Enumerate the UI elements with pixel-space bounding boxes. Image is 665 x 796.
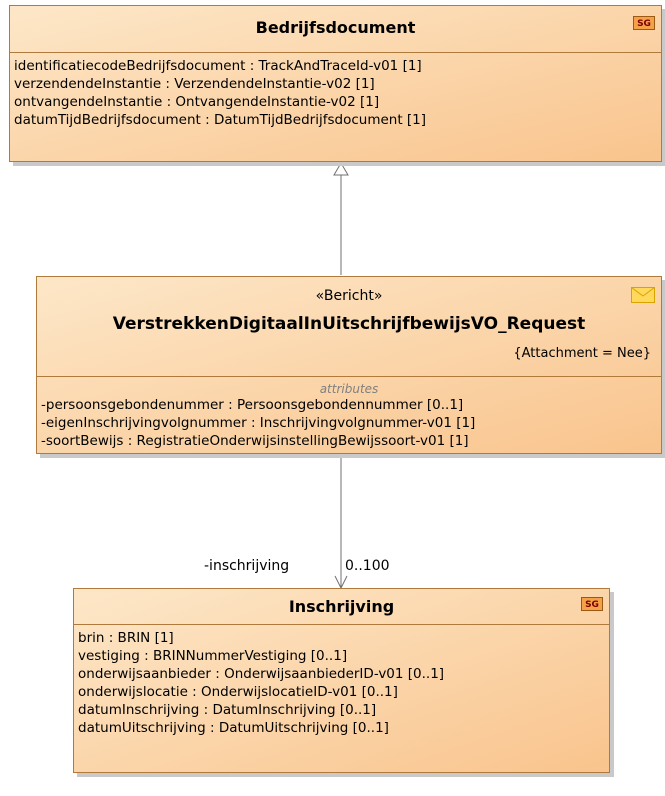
attribute: onderwijsaanbieder : OnderwijsaanbiederI… (78, 666, 445, 682)
section-label: attributes (319, 382, 379, 396)
class-request[interactable]: «Bericht» VerstrekkenDigitaalInUitschrij… (36, 276, 662, 454)
sg-badge: SG (633, 16, 655, 30)
sg-badge: SG (581, 597, 603, 611)
class-bedrijfsdocument[interactable]: Bedrijfsdocument SG identificatiecodeBed… (9, 5, 662, 162)
attribute-list: brin : BRIN [1] vestiging : BRINNummerVe… (74, 625, 609, 739)
generalization-arrowhead (333, 162, 349, 176)
class-name: VerstrekkenDigitaalInUitschrijfbewijsVO_… (112, 314, 586, 334)
attribute-list: identificatiecodeBedrijfsdocument : Trac… (10, 53, 661, 131)
attribute: identificatiecodeBedrijfsdocument : Trac… (14, 58, 422, 74)
envelope-icon (631, 287, 655, 303)
attribute: -persoonsgebondenummer : Persoonsgebonde… (41, 397, 464, 413)
attribute: onderwijslocatie : OnderwijslocatieID-v0… (78, 684, 398, 700)
class-inschrijving[interactable]: Inschrijving SG brin : BRIN [1] vestigin… (73, 588, 610, 773)
association-multiplicity: 0..100 (345, 558, 390, 574)
stereotype: «Bericht» (315, 288, 383, 304)
class-name: Bedrijfsdocument (255, 18, 416, 37)
attribute-list: -persoonsgebondenummer : Persoonsgebonde… (37, 396, 661, 452)
attribute: datumInschrijving : DatumInschrijving [0… (78, 702, 377, 718)
association-role: -inschrijving (204, 558, 290, 574)
attribute: ontvangendeInstantie : OntvangendeInstan… (14, 94, 380, 110)
attribute: datumTijdBedrijfsdocument : DatumTijdBed… (14, 112, 427, 128)
tagged-value: {Attachment = Nee} (513, 346, 651, 361)
attribute: datumUitschrijving : DatumUitschrijving … (78, 720, 389, 736)
attribute: vestiging : BRINNummerVestiging [0..1] (78, 648, 348, 664)
attribute: -soortBewijs : RegistratieOnderwijsinste… (41, 433, 469, 449)
attribute: brin : BRIN [1] (78, 630, 174, 646)
attribute: verzendendeInstantie : VerzendendeInstan… (14, 76, 375, 92)
attribute: -eigenInschrijvingvolgnummer : Inschrijv… (41, 415, 476, 431)
class-name: Inschrijving (288, 597, 395, 616)
